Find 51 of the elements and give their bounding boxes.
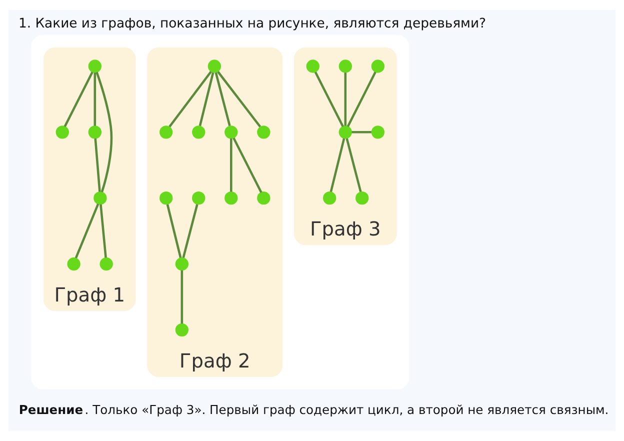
node-circle — [224, 192, 238, 205]
connector — [230, 138, 232, 192]
node-circle — [371, 60, 384, 73]
connector — [96, 72, 113, 192]
node-circle — [175, 257, 189, 271]
node-circle — [192, 192, 206, 205]
connector — [214, 72, 231, 126]
node-circle — [224, 126, 238, 139]
node-circle — [88, 126, 102, 139]
node-circle — [306, 60, 320, 73]
connector — [217, 71, 262, 128]
node-circle — [100, 257, 113, 271]
node-circle — [56, 126, 69, 139]
node-circle — [88, 60, 102, 73]
connector — [344, 72, 347, 126]
node-circle — [67, 257, 80, 271]
node-circle — [338, 126, 352, 139]
connector — [94, 138, 101, 192]
connector — [74, 204, 100, 258]
node-circle — [322, 192, 336, 205]
node-circle — [175, 323, 189, 337]
connector — [232, 138, 262, 193]
connector — [166, 204, 182, 258]
node-circle — [356, 192, 369, 205]
node-circle — [208, 60, 222, 73]
cluster: Граф 2 — [147, 47, 283, 377]
connector — [314, 72, 344, 127]
caption: Решение. Только «Граф 3». Первый граф содержит цикл, а второй не является связным. — [18, 403, 609, 418]
connector — [168, 71, 212, 128]
connector — [352, 131, 372, 134]
connector — [64, 72, 94, 127]
node-circle — [160, 126, 173, 139]
connector — [330, 138, 346, 192]
connector — [100, 204, 107, 258]
connector — [198, 72, 214, 126]
node-circle — [257, 126, 270, 139]
connector — [182, 204, 198, 258]
node-circle — [338, 60, 352, 73]
cluster: Граф 1 — [44, 47, 136, 312]
node-circle — [94, 192, 107, 205]
connector — [346, 72, 376, 127]
cluster — [31, 35, 410, 390]
connector — [346, 138, 362, 192]
connector — [94, 72, 96, 126]
connector — [180, 270, 184, 324]
cluster: Граф 3 — [294, 47, 397, 246]
node-circle — [257, 192, 270, 205]
diagram-title: 1. Какие из графов, показанных на рисунке, являются деревьями? — [18, 16, 486, 32]
node-circle — [371, 126, 384, 139]
node-circle — [160, 192, 173, 205]
node-circle — [192, 126, 206, 139]
